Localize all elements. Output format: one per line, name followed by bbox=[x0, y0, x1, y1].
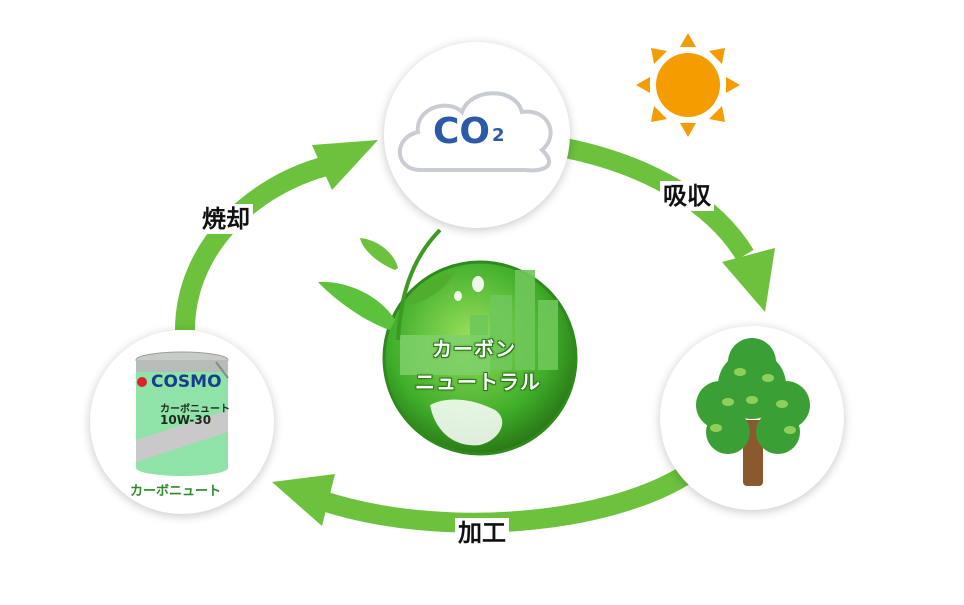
product-brand: COSMO bbox=[151, 372, 222, 392]
product-grade: 10W-30 bbox=[160, 413, 212, 427]
oil-can-icon bbox=[135, 351, 229, 476]
product-can-name: カーボニュート bbox=[160, 404, 230, 415]
sun-icon bbox=[636, 33, 740, 137]
center-title-line1: カーボン bbox=[432, 337, 516, 361]
arrow-process-head bbox=[272, 474, 335, 526]
label-burn: 焼却 bbox=[199, 204, 253, 234]
arrow-burn-head bbox=[312, 140, 378, 190]
globe-icon bbox=[318, 228, 578, 456]
arrow-process bbox=[316, 463, 696, 533]
center-title-line2: ニュートラル bbox=[415, 370, 541, 394]
arrow-absorb-head bbox=[722, 248, 775, 312]
co2-subscript: 2 bbox=[492, 125, 505, 146]
label-process: 加工 bbox=[455, 518, 509, 548]
label-absorb: 吸収 bbox=[660, 181, 714, 211]
tree-icon bbox=[696, 338, 810, 486]
product-caption: カーボニュート bbox=[130, 484, 222, 499]
cloud-icon bbox=[397, 91, 553, 173]
